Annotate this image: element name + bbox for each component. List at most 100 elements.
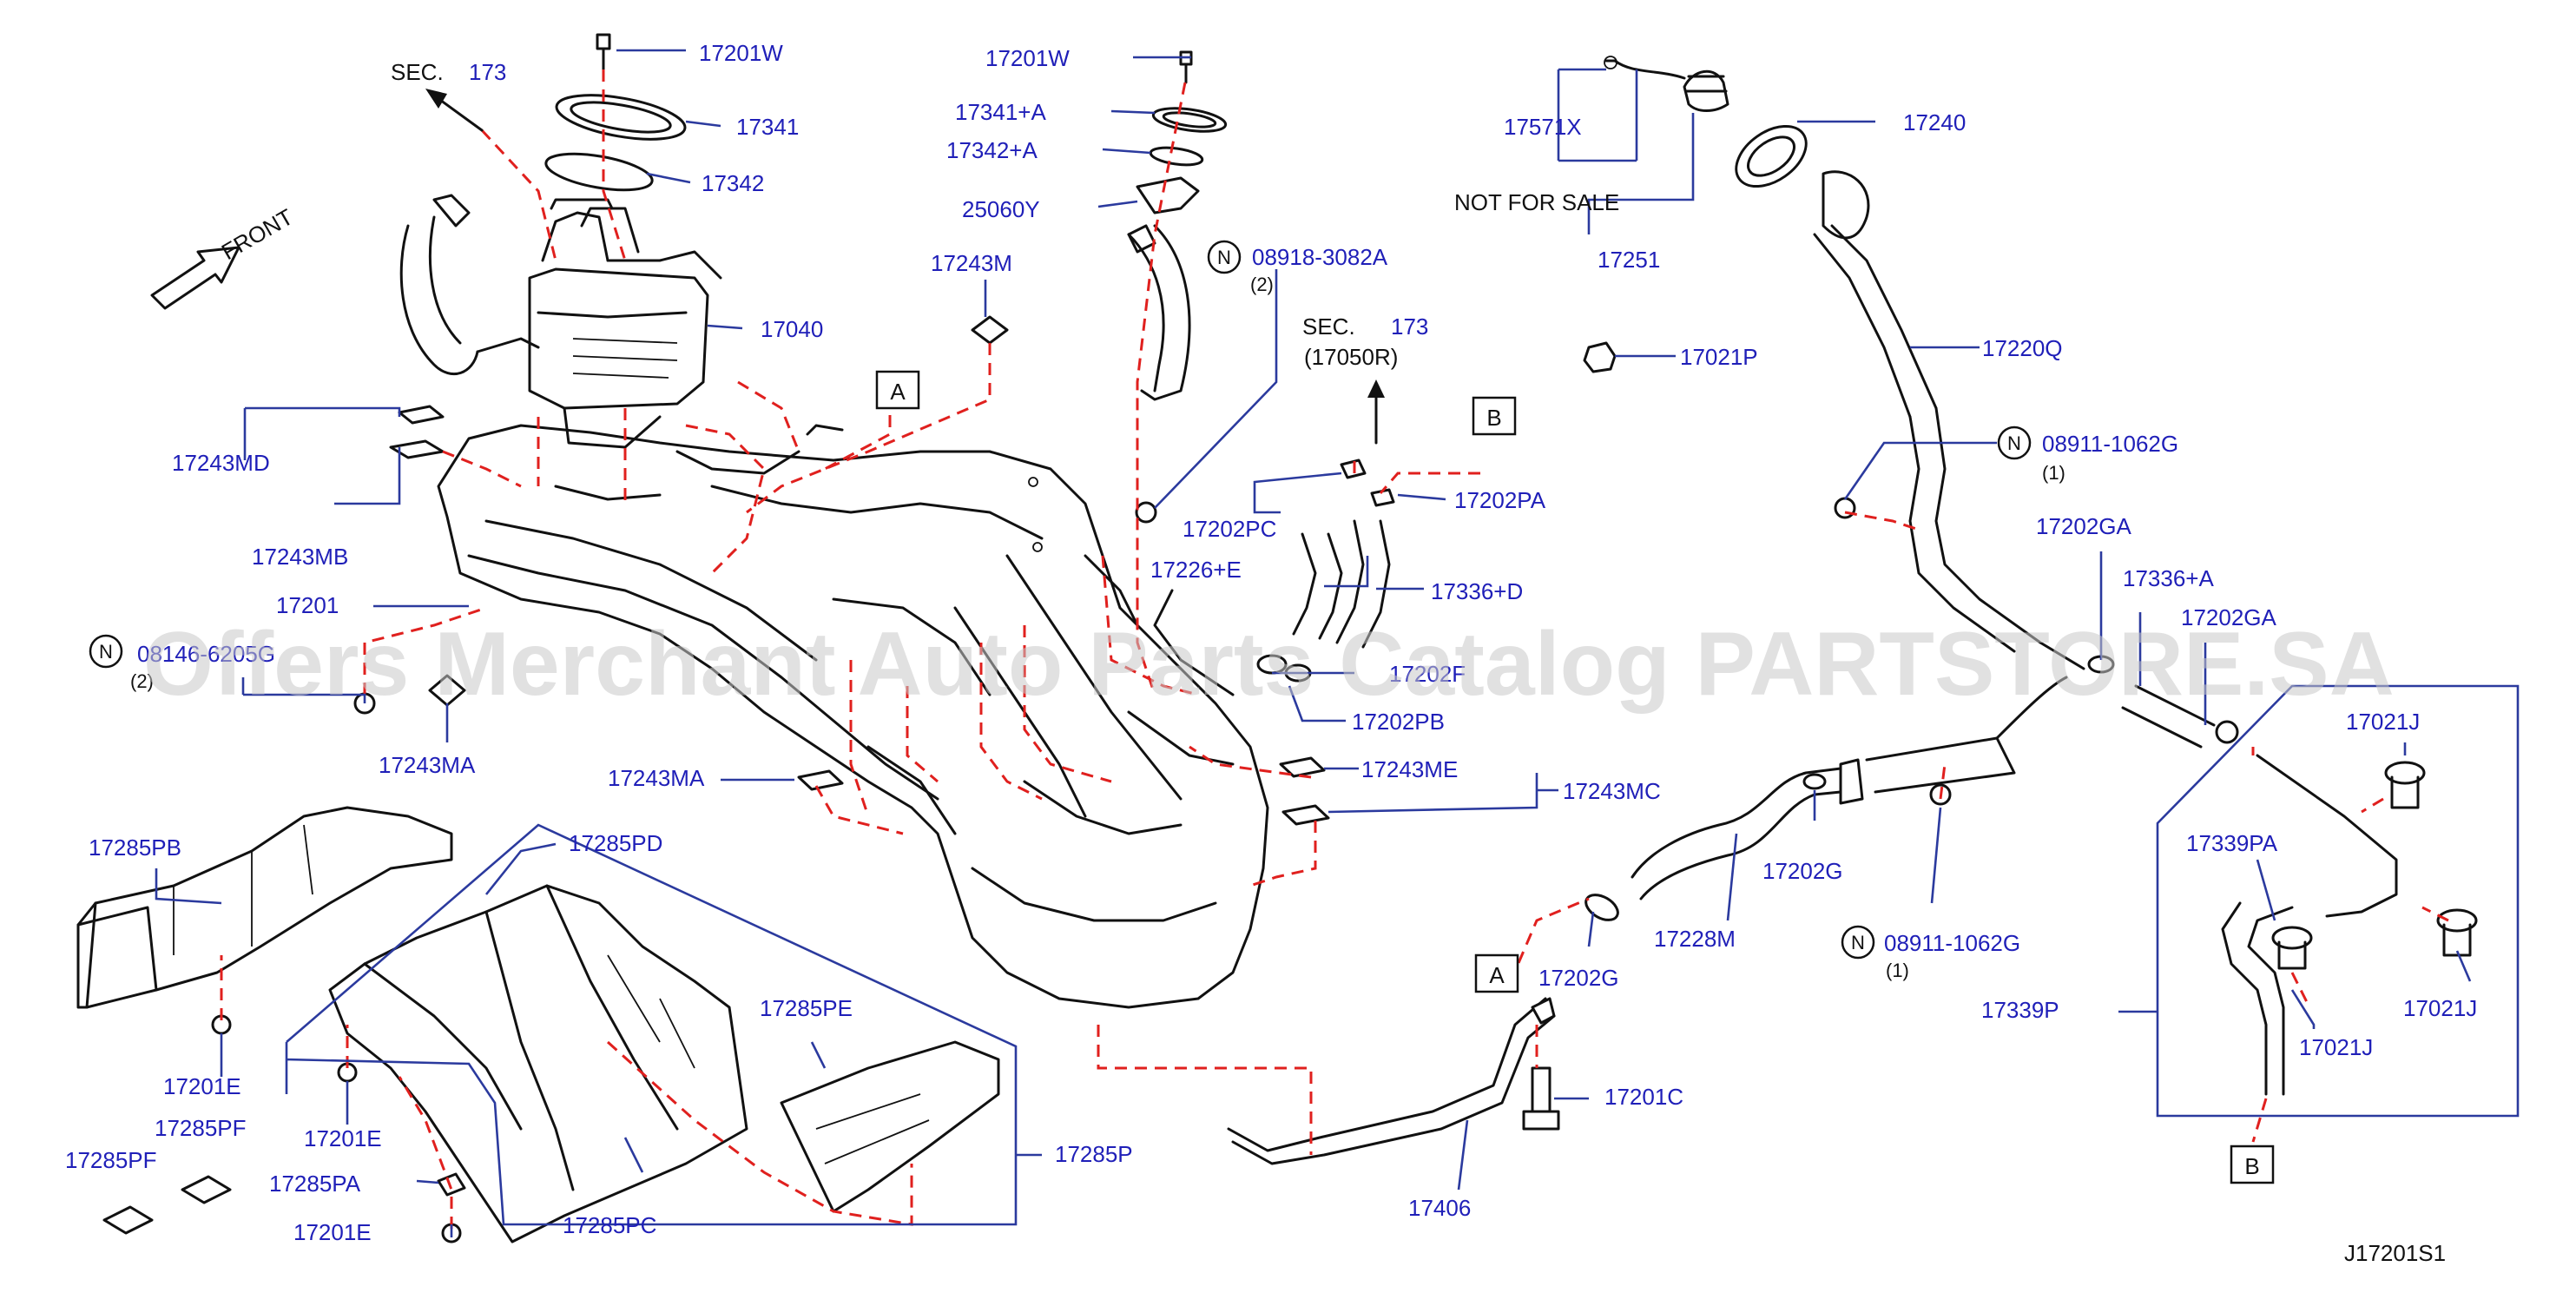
label-08918-3082A[interactable]: 08918-3082A — [1252, 244, 1388, 270]
pad-17285PF-2[interactable] — [102, 1205, 154, 1235]
label-17339P[interactable]: 17339P — [1981, 997, 2059, 1023]
label-17571X[interactable]: 17571X — [1504, 114, 1582, 140]
label-17341A[interactable]: 17341+A — [955, 99, 1046, 125]
label-17220Q[interactable]: 17220Q — [1982, 335, 2063, 361]
label-25060Y[interactable]: 25060Y — [962, 196, 1040, 222]
clamp-17202G-2[interactable] — [1802, 773, 1827, 790]
heat-shield-17285PB[interactable] — [76, 806, 453, 1009]
label-17243M[interactable]: 17243M — [931, 250, 1012, 276]
svg-text:N: N — [1217, 247, 1231, 268]
label-17202PA[interactable]: 17202PA — [1454, 487, 1546, 513]
bolt-17201W-2[interactable] — [1179, 50, 1193, 84]
label-17342A[interactable]: 17342+A — [946, 137, 1038, 163]
nut-08918[interactable] — [1135, 501, 1157, 524]
tank-strap-17406[interactable] — [1227, 997, 1556, 1165]
heat-shield-17285PE[interactable] — [780, 1040, 1000, 1213]
label-17240[interactable]: 17240 — [1903, 109, 1966, 135]
label-17285P[interactable]: 17285P — [1055, 1141, 1133, 1167]
label-17201W-1[interactable]: 17201W — [699, 40, 783, 66]
filler-pipe-17220Q[interactable] — [1908, 406, 2085, 670]
label-17285PF-1[interactable]: 17285PF — [155, 1115, 247, 1141]
label-17336D[interactable]: 17336+D — [1431, 578, 1523, 604]
label-17202PB[interactable]: 17202PB — [1352, 709, 1445, 735]
label-17251[interactable]: 17251 — [1598, 247, 1660, 273]
label-17201E-2[interactable]: 17201E — [304, 1125, 382, 1151]
fuel-tank-17201[interactable] — [437, 424, 1269, 1009]
label-08146-6205G[interactable]: 08146-6205G — [137, 641, 275, 667]
section-ref-2[interactable]: SEC. 173 (17050R) — [1302, 313, 1428, 370]
label-17243MB[interactable]: 17243MB — [252, 544, 348, 570]
seal-17342[interactable] — [544, 148, 655, 197]
label-17021P[interactable]: 17021P — [1680, 344, 1758, 370]
fuel-pump-module-17040[interactable] — [399, 194, 722, 449]
label-08911-1062G-2[interactable]: 08911-1062G — [1884, 930, 2020, 956]
clip-17021J-1[interactable] — [2384, 761, 2426, 809]
heat-shield-17285PD[interactable] — [328, 884, 748, 1244]
label-17021J-2[interactable]: 17021J — [2299, 1034, 2373, 1060]
label-17202GA-2[interactable]: 17202GA — [2181, 604, 2277, 630]
label-17336A[interactable]: 17336+A — [2123, 565, 2214, 591]
label-17202G-1[interactable]: 17202G — [1762, 858, 1843, 884]
label-17202GA-1[interactable]: 17202GA — [2036, 513, 2132, 539]
clip-17021J-3[interactable] — [2436, 908, 2478, 957]
label-17342[interactable]: 17342 — [702, 170, 764, 196]
label-17021J-1[interactable]: 17021J — [2346, 709, 2420, 735]
label-17243MD[interactable]: 17243MD — [172, 450, 270, 476]
label-17201E-1[interactable]: 17201E — [163, 1073, 241, 1099]
svg-text:N: N — [2007, 432, 2021, 454]
grommet-17021P[interactable] — [1583, 341, 1617, 373]
insulator-17243MA-2[interactable] — [797, 769, 844, 791]
insulator-17243ME[interactable] — [1279, 756, 1326, 778]
bolt-17201W[interactable] — [596, 33, 611, 71]
label-17285PE[interactable]: 17285PE — [760, 995, 853, 1021]
label-17201[interactable]: 17201 — [276, 592, 339, 618]
o-ring-17341[interactable] — [553, 87, 688, 147]
pad-17285PF[interactable] — [181, 1175, 232, 1204]
label-17243MC[interactable]: 17243MC — [1563, 778, 1661, 804]
insulator-17243MA[interactable] — [428, 674, 466, 707]
svg-text:A: A — [890, 379, 906, 405]
seal-17342A[interactable] — [1149, 145, 1204, 168]
label-17226E[interactable]: 17226+E — [1150, 557, 1242, 583]
label-17201C[interactable]: 17201C — [1604, 1084, 1683, 1110]
clamp-17202G[interactable] — [1582, 890, 1623, 926]
n-marker-08918: N — [1207, 240, 1242, 274]
label-17243MA-1[interactable]: 17243MA — [379, 752, 476, 778]
qty-08146: (2) — [130, 670, 154, 692]
label-08911-1062G-1[interactable]: 08911-1062G — [2042, 431, 2178, 457]
label-17202F[interactable]: 17202F — [1389, 661, 1466, 687]
label-17021J-3[interactable]: 17021J — [2403, 995, 2477, 1021]
label-17341[interactable]: 17341 — [736, 114, 799, 140]
svg-text:N: N — [1851, 932, 1865, 953]
label-17202PC[interactable]: 17202PC — [1183, 516, 1276, 542]
label-17406[interactable]: 17406 — [1408, 1195, 1471, 1221]
insulator-17243MC[interactable] — [1281, 804, 1330, 826]
vent-hose-17226E[interactable] — [1292, 532, 1343, 640]
clip-17285PA[interactable] — [437, 1172, 466, 1197]
o-ring-17341A[interactable] — [1151, 104, 1228, 135]
fuel-level-sender-25060Y[interactable] — [1127, 176, 1200, 401]
clip-17021J-2[interactable] — [2271, 926, 2313, 970]
label-17040[interactable]: 17040 — [761, 316, 823, 342]
bolt-17201C[interactable] — [1522, 1066, 1560, 1131]
label-17201E-3[interactable]: 17201E — [293, 1219, 372, 1245]
filler-cap-17251[interactable] — [1604, 56, 1729, 112]
label-17202G-2[interactable]: 17202G — [1538, 965, 1619, 991]
insulator-17243MD[interactable] — [398, 405, 445, 425]
label-17285PB[interactable]: 17285PB — [89, 835, 181, 861]
label-17228M[interactable]: 17228M — [1654, 926, 1736, 952]
label-17243ME[interactable]: 17243ME — [1361, 756, 1458, 782]
filler-neck-17240[interactable] — [1725, 114, 1938, 419]
label-17201W-2[interactable]: 17201W — [985, 45, 1070, 71]
label-17339PA[interactable]: 17339PA — [2186, 830, 2278, 856]
label-17285PC[interactable]: 17285PC — [563, 1212, 656, 1238]
hose-17228M[interactable] — [1631, 676, 2068, 900]
label-17285PF-2[interactable]: 17285PF — [65, 1147, 157, 1173]
label-17243MA-2[interactable]: 17243MA — [608, 765, 705, 791]
hose-17336A[interactable] — [2121, 684, 2239, 749]
section-ref-1[interactable]: SEC. 173 — [391, 59, 506, 85]
vent-tube-17339PA[interactable] — [2221, 754, 2398, 1096]
label-17285PD[interactable]: 17285PD — [569, 830, 662, 856]
insulator-17243M[interactable] — [971, 315, 1009, 345]
label-17285PA[interactable]: 17285PA — [269, 1171, 361, 1197]
